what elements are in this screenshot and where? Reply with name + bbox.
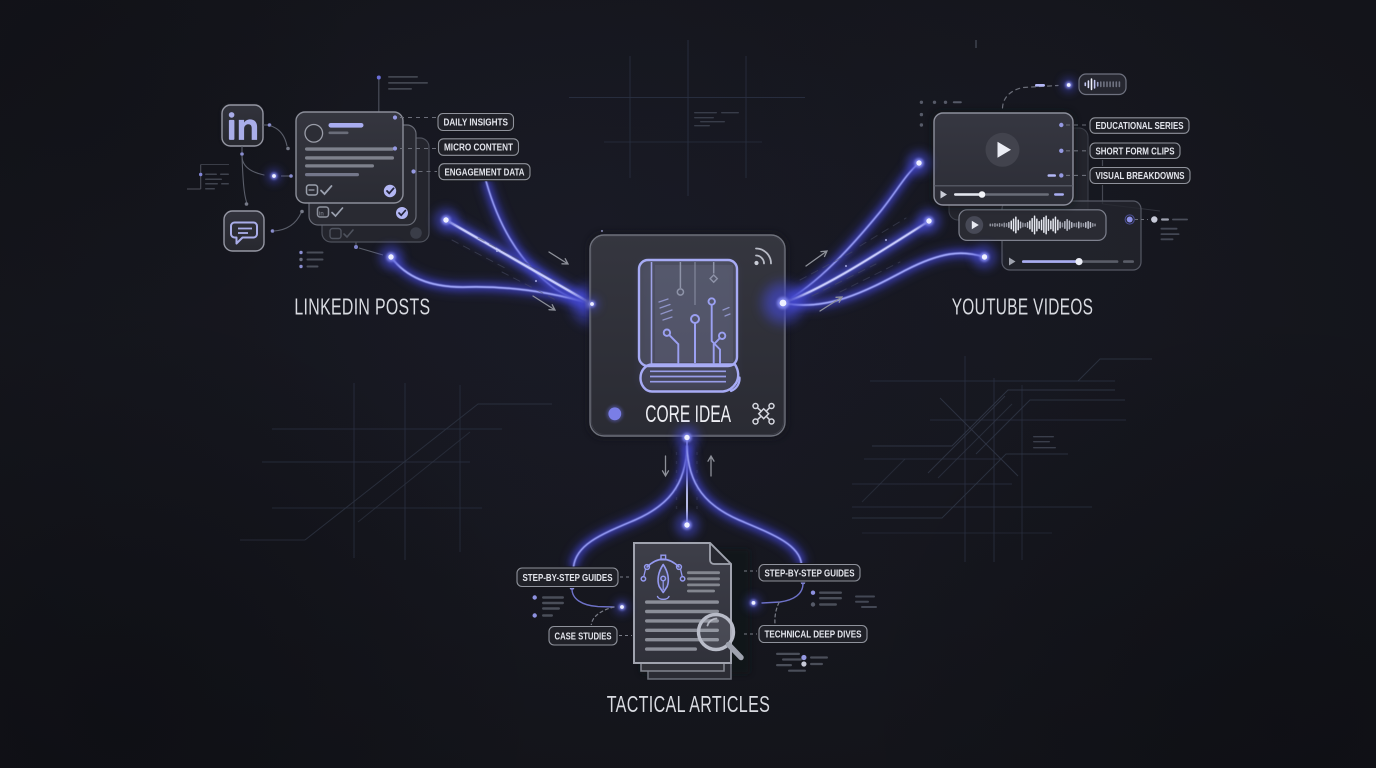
svg-text:CASE STUDIES: CASE STUDIES (555, 631, 612, 642)
svg-text:MICRO CONTENT: MICRO CONTENT (444, 143, 514, 154)
svg-text:TACTICAL ARTICLES: TACTICAL ARTICLES (607, 691, 771, 717)
svg-text:CORE IDEA: CORE IDEA (645, 401, 731, 428)
svg-text:SHORT FORM CLIPS: SHORT FORM CLIPS (1096, 146, 1175, 157)
svg-text:STEP-BY-STEP GUIDES: STEP-BY-STEP GUIDES (523, 573, 613, 584)
svg-text:EDUCATIONAL SERIES: EDUCATIONAL SERIES (1096, 121, 1184, 132)
svg-text:TECHNICAL DEEP DIVES: TECHNICAL DEEP DIVES (765, 630, 862, 641)
svg-text:LINKEDIN POSTS: LINKEDIN POSTS (294, 293, 430, 319)
svg-text:ENGAGEMENT DATA: ENGAGEMENT DATA (445, 167, 526, 178)
svg-text:in: in (319, 212, 324, 218)
svg-text:YOUTUBE VIDEOS: YOUTUBE VIDEOS (952, 293, 1094, 319)
svg-text:STEP-BY-STEP GUIDES: STEP-BY-STEP GUIDES (765, 568, 855, 579)
svg-text:VISUAL BREAKDOWNS: VISUAL BREAKDOWNS (1096, 171, 1185, 182)
svg-text:DAILY INSIGHTS: DAILY INSIGHTS (444, 118, 509, 129)
